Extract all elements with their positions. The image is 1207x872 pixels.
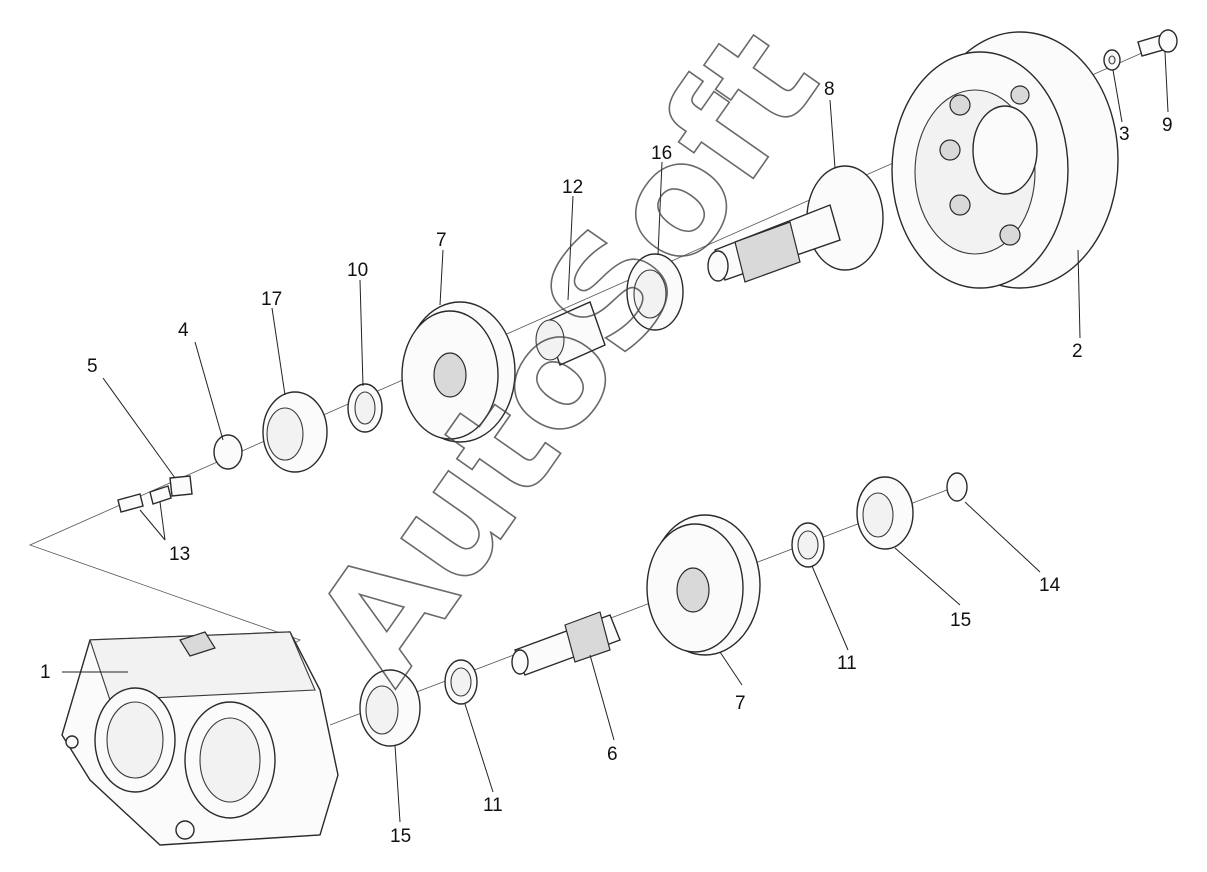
label-part-7-upper: 7: [436, 230, 447, 251]
bearing-15-upper: [856, 476, 914, 550]
plate-4: [213, 434, 243, 470]
label-part-11-upper: 11: [837, 653, 857, 674]
label-part-12: 12: [562, 177, 583, 198]
callout-labels: 1 2 3 4 5 6 7 7 8 9 10 11 11 12 13 14 15…: [40, 79, 1173, 847]
bearing-17: [262, 391, 328, 473]
label-part-2: 2: [1072, 341, 1083, 362]
gear-7-lower: [646, 514, 761, 656]
bearing-16: [626, 253, 684, 331]
bolts-13: [117, 485, 172, 513]
label-part-8: 8: [824, 79, 835, 100]
label-part-7-lower: 7: [735, 693, 746, 714]
label-part-6: 6: [607, 744, 618, 765]
sleeve: [535, 301, 606, 366]
ring-11-lower: [444, 659, 478, 705]
label-part-14: 14: [1039, 575, 1061, 596]
ring-11-upper: [791, 522, 825, 568]
label-part-1: 1: [40, 662, 51, 683]
hub-shaft: [707, 165, 884, 283]
pinion-shaft: [511, 611, 621, 676]
ring-10: [347, 383, 383, 433]
bolt-9: [1137, 29, 1178, 57]
bearing-15-lower: [359, 669, 421, 747]
label-part-16: 16: [651, 143, 672, 164]
label-part-10: 10: [347, 260, 368, 281]
label-part-15-lower: 15: [390, 826, 411, 847]
gear-7-upper: [401, 301, 516, 443]
label-part-13: 13: [169, 544, 190, 565]
watermark-text: AutoSoft: [282, 0, 852, 711]
drive-wheel: [891, 31, 1119, 289]
label-part-15-upper: 15: [950, 610, 971, 631]
lock-plate-5: [169, 475, 193, 497]
label-part-3: 3: [1119, 124, 1130, 145]
circlip: [946, 472, 968, 502]
label-part-9: 9: [1162, 115, 1173, 136]
label-part-17: 17: [261, 289, 282, 310]
label-part-4: 4: [178, 320, 189, 341]
label-part-5: 5: [87, 356, 98, 377]
leader-lines: [62, 51, 1169, 823]
gearbox-housing: [61, 631, 339, 846]
washer: [1103, 49, 1121, 71]
label-part-11-lower: 11: [483, 795, 503, 816]
